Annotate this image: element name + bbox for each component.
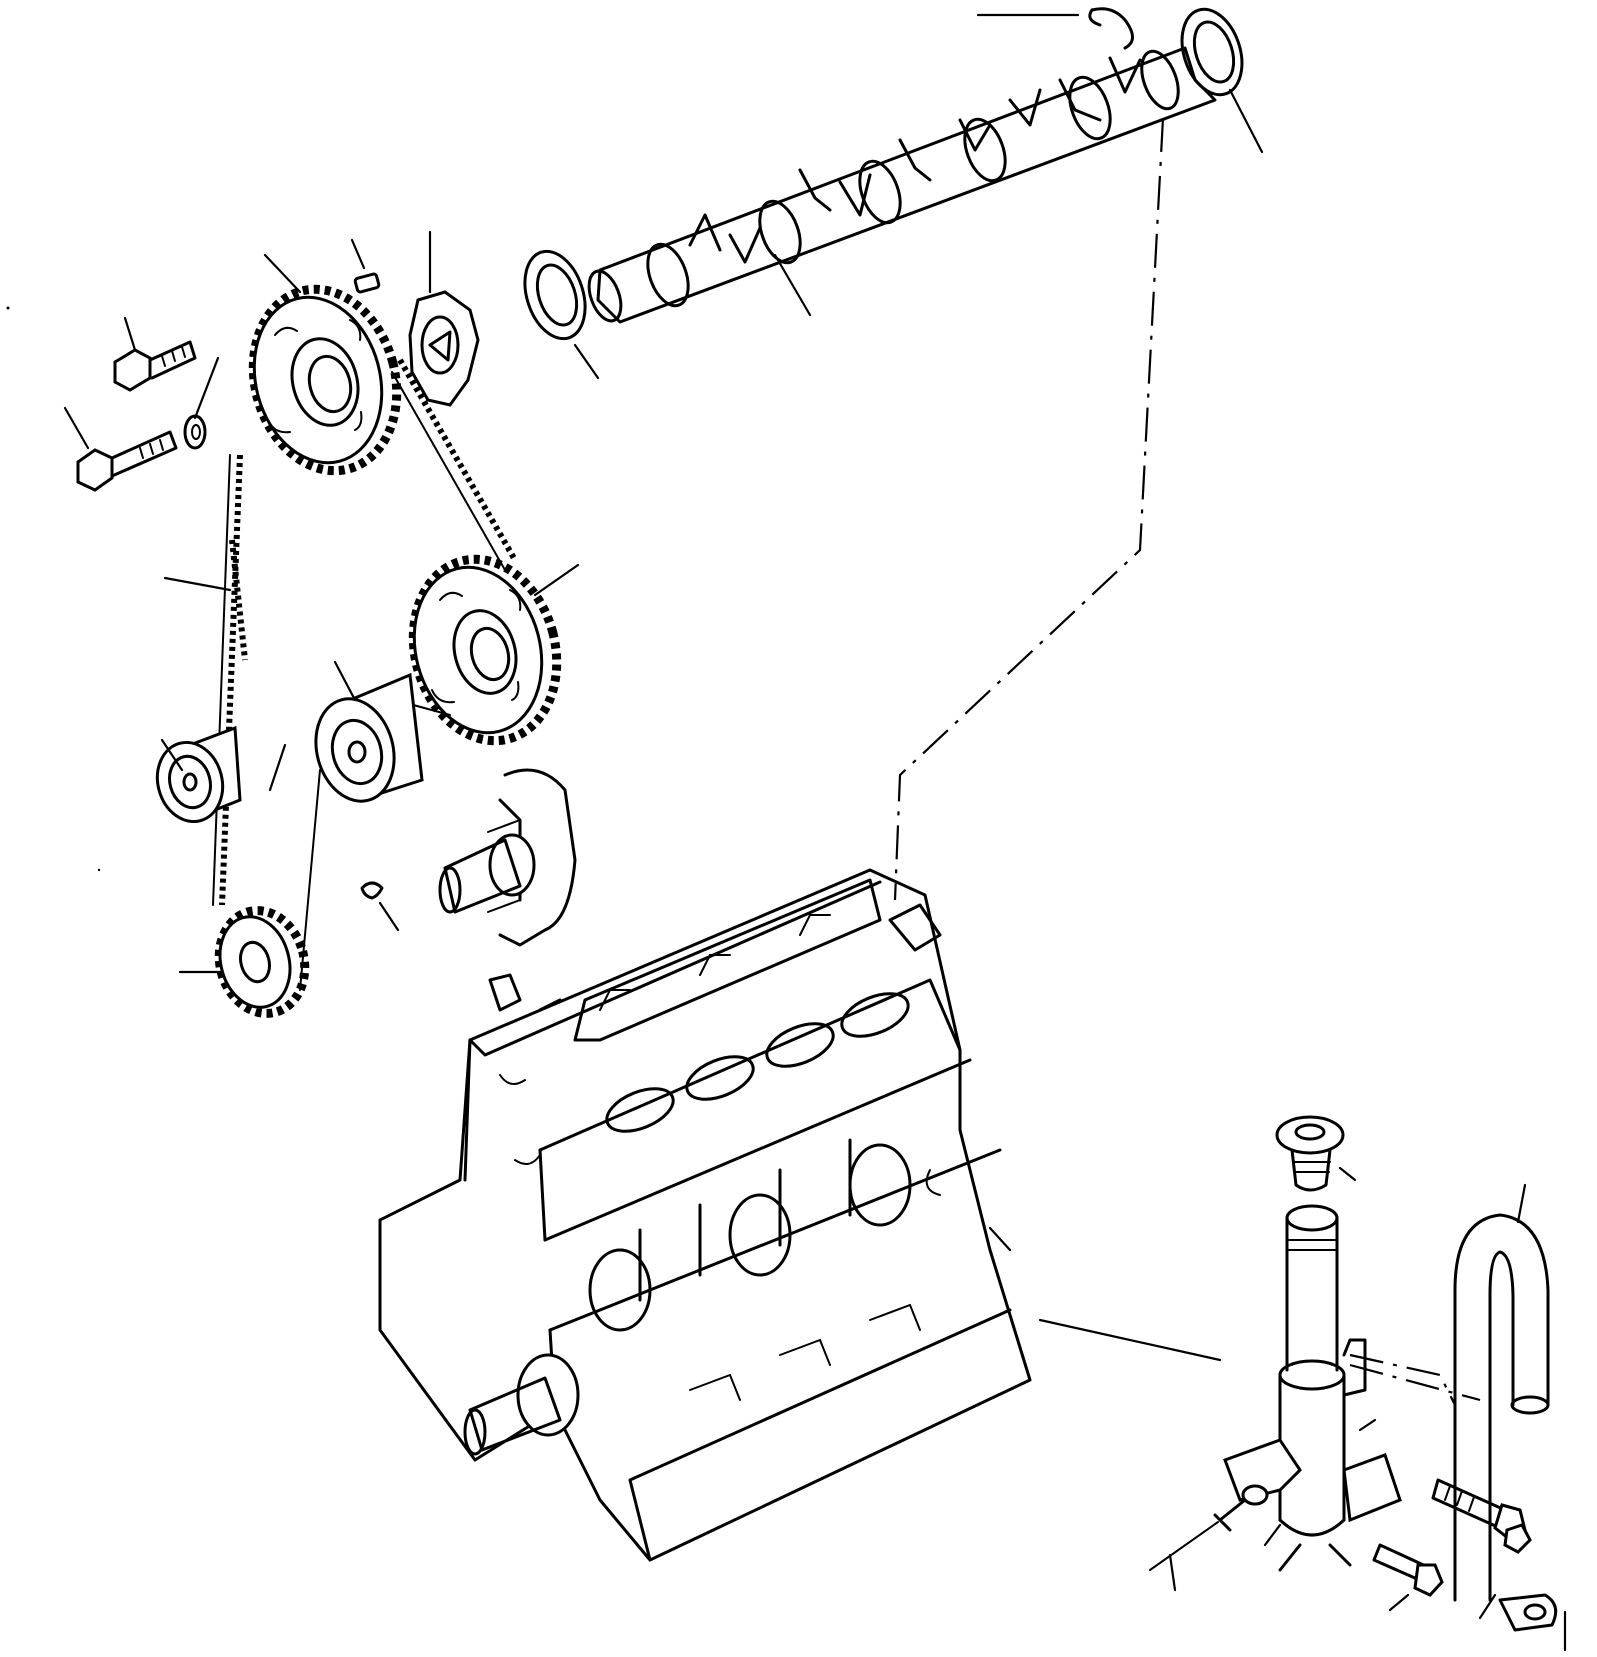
nut (1503, 1523, 1532, 1554)
camshaft-retainer-clip (1088, 7, 1134, 50)
camshaft-seal-front (523, 249, 587, 341)
leader-lines (63, 13, 1567, 1652)
key (353, 272, 381, 294)
assembly-center-lines (893, 117, 1481, 1406)
injection-pump-pulley (408, 554, 562, 746)
pin (360, 881, 384, 900)
clamp (1498, 1593, 1558, 1632)
flange-bolt-long (76, 430, 178, 492)
water-hose (1453, 1213, 1550, 1602)
camshaft (587, 46, 1217, 324)
crankshaft-pulley (214, 906, 310, 1018)
speck (97, 868, 101, 872)
thermostat (1275, 1115, 1345, 1192)
flange-bolt-short (113, 340, 197, 392)
speck (6, 306, 10, 310)
bolt (1372, 1543, 1444, 1597)
washer (183, 414, 207, 450)
drain-valve (1149, 1484, 1269, 1571)
idler-pulley (314, 672, 424, 803)
tensioner-pulley (155, 725, 242, 824)
crankshaft-snout (438, 768, 577, 947)
water-outlet-pipe (1223, 1204, 1402, 1572)
camshaft-timing-pulley (248, 284, 402, 476)
camshaft-seal-rear (1180, 7, 1244, 97)
flange-plate (408, 290, 480, 407)
cylinder-block (378, 868, 1032, 1562)
